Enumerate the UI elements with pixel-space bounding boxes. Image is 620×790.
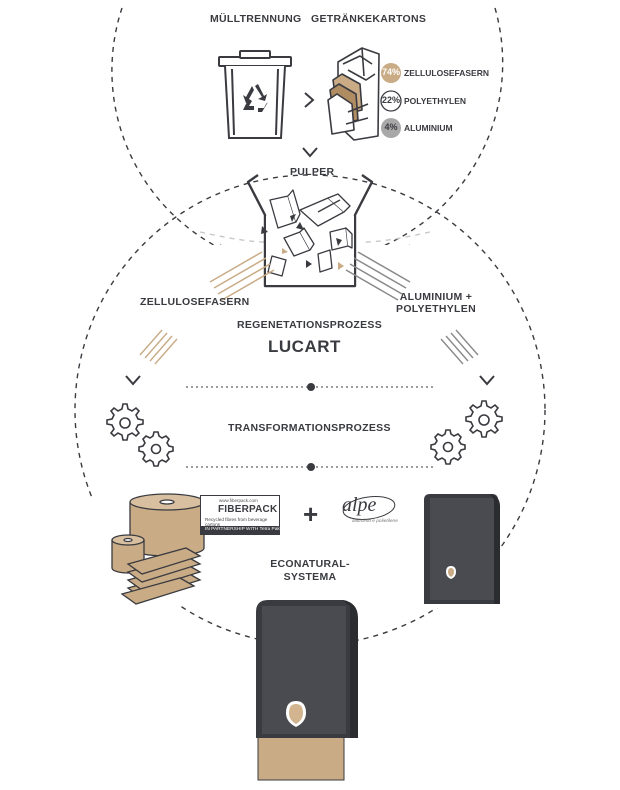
tumbling-cartons-icon <box>267 189 353 277</box>
cellulose-flow-stripes-lower <box>139 329 178 365</box>
pulper-label: PULPER <box>290 166 335 178</box>
fiberpack-partner-bar: IN PARTNERSHIP WITH Tetra Pak <box>201 526 280 534</box>
upper-dashed-circle <box>111 7 410 245</box>
gears-left-icon <box>106 403 174 467</box>
folded-towels-icon <box>120 547 202 605</box>
plus-sign: + <box>303 499 318 529</box>
cellulose-flow-stripes <box>209 251 275 301</box>
lower-dashed-circle <box>74 174 546 646</box>
fiberpack-partner: IN PARTNERSHIP WITH Tetra Pak <box>205 527 280 532</box>
gears-right-icon <box>430 400 503 465</box>
carton-layers-icon <box>327 47 380 141</box>
transformation-label: TRANSFORMATIONSPROZESS <box>228 422 391 434</box>
cellulose-label: ZELLULOSEFASERN <box>404 68 490 78</box>
econatural-label-1: ECONATURAL- <box>270 558 350 570</box>
econatural-dispenser-icon <box>256 600 358 781</box>
fiberpack-tagline: Recycled fibres from beverage cartons <box>205 517 268 527</box>
cellulose-percent-circle <box>381 63 401 83</box>
econatural-label-2: SYSTEMA <box>283 571 337 583</box>
cellulose-stream-label: ZELLULOSEFASERN <box>140 296 250 308</box>
small-dispenser-icon <box>424 494 500 604</box>
metal-flow-stripes <box>345 251 411 301</box>
chevron-down-right-icon <box>479 375 495 386</box>
polyethylene-percent: 22% <box>381 95 400 105</box>
recycling-symbol-icon <box>243 84 268 112</box>
beverage-cartons-label: GETRÄNKEKARTONS <box>311 13 427 25</box>
regeneration-label: REGENETATIONSPROZESS <box>237 319 383 331</box>
chevron-down-left-icon <box>125 375 141 386</box>
cellulose-percent: 74% <box>381 67 400 77</box>
fiberpack-name: FIBERPACK <box>218 504 278 515</box>
separator-upper-dot <box>307 383 315 391</box>
metal-flow-stripes-lower <box>440 329 479 365</box>
alpe-tagline: alluminio e polietilene <box>352 519 398 524</box>
carton-fragments <box>261 214 344 270</box>
aluminium-stream-label-1: ALUMINIUM + <box>399 291 473 303</box>
polyethylene-percent-circle <box>380 90 402 112</box>
aluminium-percent-circle <box>381 118 401 138</box>
alpe-logo: alpe <box>342 494 377 516</box>
alpe-logo-swoosh <box>342 496 396 520</box>
lucart-logo: LUCART <box>268 337 341 356</box>
aluminium-percent: 4% <box>384 122 398 132</box>
aluminium-label: ALUMINIUM <box>404 123 453 133</box>
polyethylene-label: POLYETHYLEN <box>404 96 467 106</box>
aluminium-stream-label-2: POLYETHYLEN <box>396 303 476 315</box>
waste-separation-label: MÜLLTRENNUNG <box>210 13 302 25</box>
fiberpack-site: www.fiberpack.com <box>219 498 258 503</box>
chevron-down-icon <box>302 147 318 158</box>
chevron-right-icon <box>304 92 315 108</box>
fiberpack-logo: www.fiberpack.com FIBERPACK Recycled fib… <box>200 495 280 535</box>
separator-lower-dot <box>307 463 315 471</box>
pulper-funnel-icon <box>246 174 374 288</box>
recycle-bin-icon <box>218 50 292 139</box>
